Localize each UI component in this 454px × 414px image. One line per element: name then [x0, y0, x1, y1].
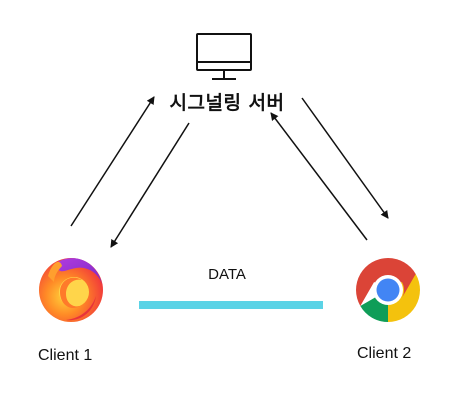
firefox-browser-icon — [39, 258, 103, 322]
chrome-browser-icon — [356, 258, 420, 322]
arrow-client2-to-server — [270, 112, 368, 241]
signaling-server-label: 시그널링 서버 — [169, 92, 285, 114]
client1-label: Client 1 — [38, 347, 93, 364]
arrow-server-to-client1 — [110, 122, 190, 248]
client2-label: Client 2 — [357, 345, 412, 362]
data-link-bar — [139, 301, 323, 309]
arrow-server-to-client2 — [301, 97, 389, 219]
arrow-client1-to-server — [70, 96, 155, 227]
data-link-label: DATA — [208, 266, 246, 283]
monitor-icon — [196, 33, 252, 80]
